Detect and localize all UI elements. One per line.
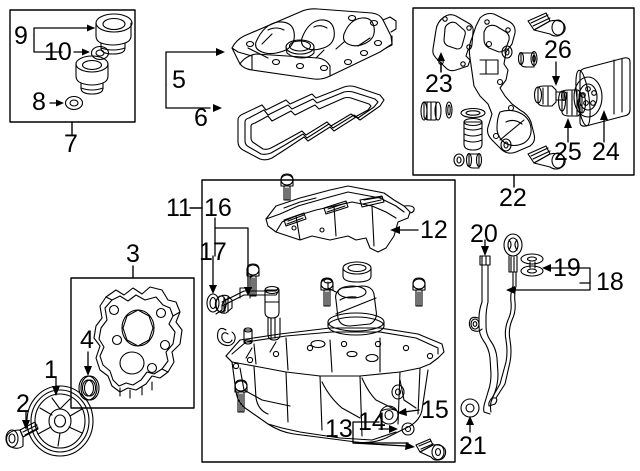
housing-bolt-bottom [527, 145, 566, 170]
callout-7: 7 [64, 130, 78, 158]
leader-9 [33, 24, 95, 53]
pulley-bolt-shape [5, 421, 39, 449]
baffle-bolt-top [280, 173, 294, 201]
leader-20 [481, 239, 489, 256]
leader-1 [52, 377, 60, 396]
callout-18: 18 [596, 268, 624, 296]
callout-1: 1 [44, 356, 58, 384]
crankshaft-pulley-shape [26, 385, 94, 457]
callout-17: 17 [199, 238, 227, 266]
callout-2: 2 [16, 390, 30, 418]
callout-11: 11 [166, 194, 192, 222]
leader-24 [600, 110, 608, 143]
dipstick-seal-shape [520, 253, 544, 277]
pump-bolt-left [246, 263, 260, 297]
oil-pan-shape [225, 327, 445, 444]
leader-23 [437, 52, 445, 73]
valve-cover-shape [231, 8, 397, 80]
callout-10: 10 [44, 38, 72, 66]
callout-14: 14 [358, 408, 386, 436]
box-frame-22 [412, 7, 635, 188]
oil-baffle-plate-shape [265, 185, 415, 253]
callout-21: 21 [459, 432, 487, 460]
leader-25 [564, 118, 572, 143]
callout-19: 19 [553, 254, 581, 282]
leader-21 [466, 416, 474, 433]
leader-8 [49, 99, 64, 107]
callout-9: 9 [14, 22, 28, 50]
leader-18 [506, 267, 591, 294]
housing-small-parts [420, 45, 538, 169]
callout-3: 3 [126, 240, 140, 268]
leader-5-6 [165, 48, 225, 112]
oil-filter-shape [573, 57, 631, 127]
timing-cover-shape [93, 286, 183, 399]
pan-bolt-left [234, 379, 248, 413]
callout-24: 24 [592, 138, 620, 166]
callout-25: 25 [554, 138, 582, 166]
leader-19 [542, 264, 551, 272]
pump-bolt-right [412, 277, 426, 307]
box-frame-7 [9, 9, 136, 135]
oil-filter-housing-body [468, 12, 536, 154]
oil-pan-grommet-shape [379, 405, 399, 425]
callout-6: 6 [194, 104, 208, 132]
drain-washer-shape [401, 422, 415, 436]
dipstick-tube-shape [468, 255, 499, 415]
valve-cover-gasket-shape [237, 85, 385, 161]
leader-12 [390, 226, 419, 234]
leader-10 [73, 48, 90, 56]
leader-4 [84, 351, 92, 376]
callout-15: 15 [421, 396, 449, 424]
leader-13-14 [352, 421, 415, 450]
callout-23: 23 [425, 70, 453, 98]
drain-plug-shape [415, 438, 447, 461]
oil-level-dipstick-shape [488, 233, 523, 407]
callout-26: 26 [544, 36, 572, 64]
callout-20: 20 [470, 220, 498, 248]
box-frame-11 [189, 179, 456, 463]
callout-12: 12 [420, 216, 448, 244]
callout-16: 16 [204, 194, 232, 222]
callout-13: 13 [325, 415, 353, 443]
housing-bolt-top [527, 12, 566, 37]
callout-8: 8 [32, 88, 46, 116]
oil-fill-cap-lower [75, 55, 109, 95]
dipstick-tube-oring-shape [460, 398, 480, 418]
oil-cap-seal-upper-ring [90, 45, 110, 61]
oil-fill-cap-upper [95, 13, 133, 55]
callout-22: 22 [499, 184, 527, 212]
pump-bolt-mid [320, 277, 334, 307]
leader-26 [552, 61, 560, 86]
leader-2 [22, 411, 30, 430]
leader-15 [397, 408, 420, 416]
callout-4: 4 [80, 326, 94, 354]
oil-cap-seal-lower-ring [64, 95, 84, 111]
callout-5: 5 [172, 66, 186, 94]
